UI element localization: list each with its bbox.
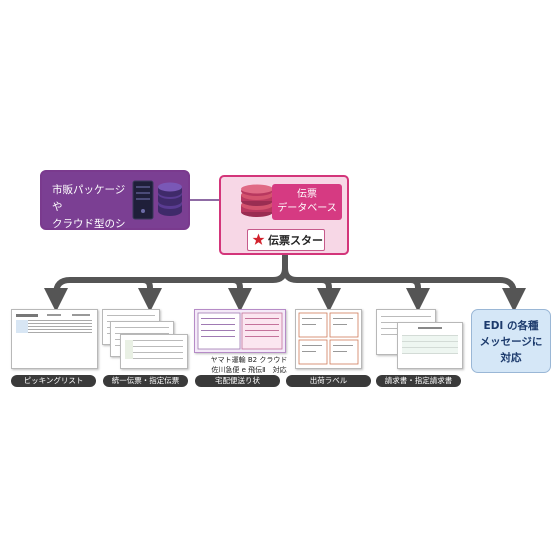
server-icon [132, 180, 154, 220]
hub-label: 伝票スター [268, 234, 323, 247]
invoice-caption: 請求書・指定請求書 [376, 375, 461, 387]
delivery-slip-caption: 宅配便送り状 [195, 375, 280, 387]
distribution-trunk [44, 251, 288, 312]
picking-list-caption: ピッキングリスト [11, 375, 96, 387]
delivery-slip-document [194, 309, 286, 353]
source-system-label: 市販パッケージや クラウド型のシステム [52, 184, 126, 247]
unified-slip-caption: 統一伝票・指定伝票 [103, 375, 188, 387]
slip-database-icon [241, 184, 273, 217]
picking-list-document [11, 309, 98, 369]
shipping-label-caption: 出荷ラベル [286, 375, 371, 387]
slip-database-label: 伝票 データベース [272, 184, 342, 220]
invoice-document-front [397, 322, 463, 369]
source-database-icon [158, 182, 182, 216]
shipping-label-document [295, 309, 362, 369]
star-icon [252, 233, 265, 245]
unified-slip-document-front [120, 334, 188, 369]
hub-box [247, 229, 325, 251]
edi-message-box: EDI の各種 メッセージに 対応 [471, 309, 551, 373]
delivery-service-note: ヤマト運輸 B2 クラウド 佐川急便 e 飛伝Ⅱ 対応 [210, 356, 288, 374]
